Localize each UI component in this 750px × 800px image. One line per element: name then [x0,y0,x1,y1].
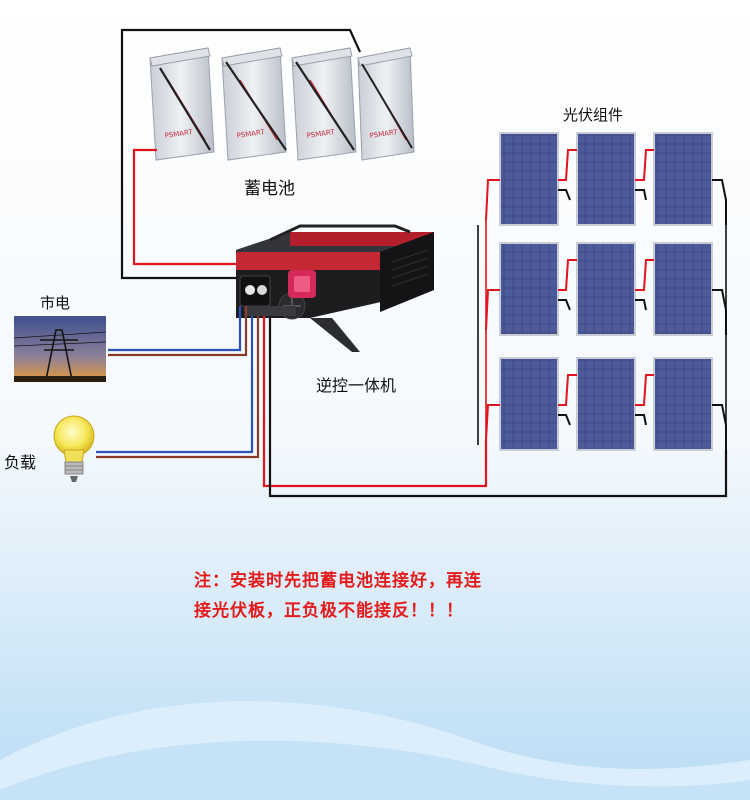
solar-panel-icon [654,358,712,450]
battery-icon [150,48,214,160]
load-label: 负载 [4,449,36,473]
solar-panel-icon [577,133,635,225]
battery-label: 蓄电池 [244,174,295,199]
solar-panel-icon [500,243,558,335]
pv-label: 光伏组件 [563,104,623,125]
solar-panel-icon [654,133,712,225]
inverter-label: 逆控一体机 [316,372,396,396]
battery-icon [358,48,414,160]
power-tower-icon [14,316,106,382]
solar-panel-icon [500,358,558,450]
battery-icon [222,48,286,160]
install-note-line-1: 注：安装时先把蓄电池连接好，再连 [194,566,482,591]
battery-icon [292,48,356,160]
solar-panel-icon [654,243,712,335]
solar-panel-icon [500,133,558,225]
grid-label: 市电 [40,292,70,313]
install-note-line-2: 接光伏板，正负极不能接反！！！ [194,596,464,621]
solar-panel-icon [577,243,635,335]
solar-array [500,133,712,450]
solar-panel-icon [577,358,635,450]
